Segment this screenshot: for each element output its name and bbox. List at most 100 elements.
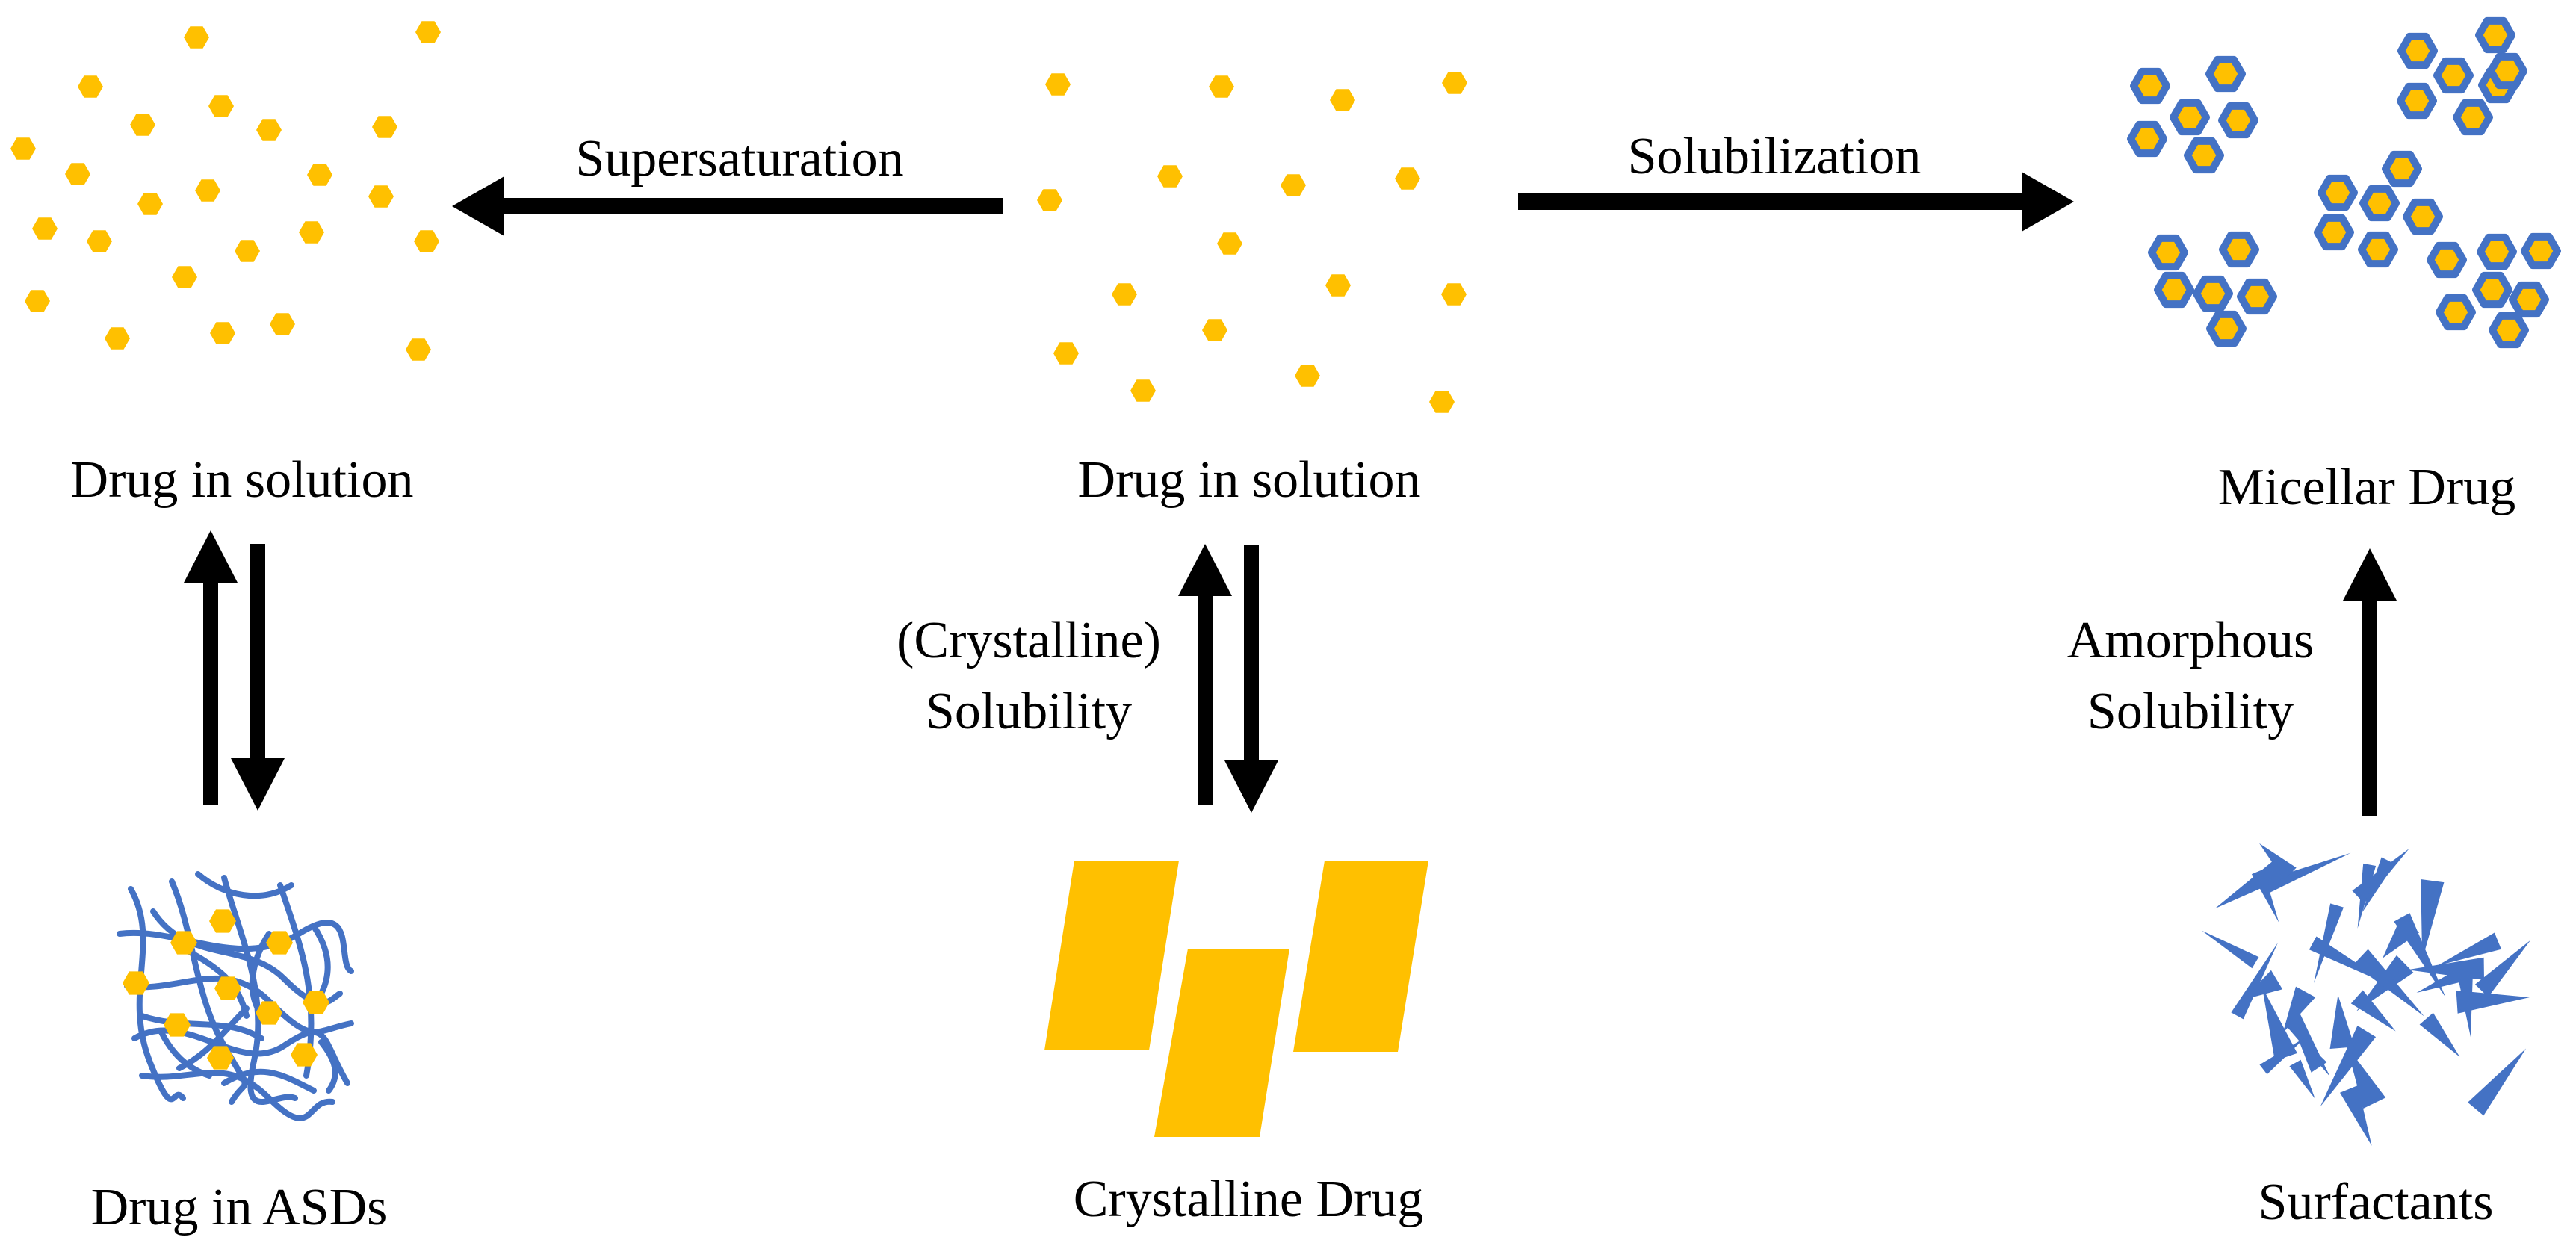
micelle-icon: [2130, 67, 2170, 105]
drug-molecule-icon: [32, 217, 58, 240]
micelle-icon: [2382, 150, 2422, 188]
micelle-icon: [2487, 52, 2527, 90]
label-surfactants: Surfactants: [2258, 1174, 2494, 1231]
micelle-icon: [2436, 294, 2476, 331]
surfactant-icon: [2231, 942, 2279, 1020]
drug-molecule-icon: [406, 338, 431, 361]
drug-molecule-icon: [10, 137, 36, 160]
surfactant-icon: [2419, 1012, 2460, 1057]
drug-molecule-icon: [299, 221, 324, 244]
surfactant-icon: [2202, 930, 2259, 969]
micelle-icon: [2358, 231, 2398, 268]
drug-molecule-icon: [1429, 391, 1455, 413]
polymer-strand: [318, 1039, 338, 1094]
micelle-icon: [2477, 233, 2517, 270]
drug-molecule-icon: [184, 26, 209, 49]
crystal-icon: [1044, 861, 1428, 1137]
surfactant-icon: [2468, 1048, 2527, 1116]
dissolved-drug-left: [10, 21, 441, 361]
solubilization-arrow: [1518, 172, 2074, 232]
drug-molecule-icon: [1037, 189, 1062, 211]
micelle-icon: [2359, 185, 2400, 222]
polymer-strand: [158, 1028, 212, 1079]
drug-molecule-icon: [414, 230, 439, 252]
surfactant-icon: [2421, 879, 2445, 960]
label-drug-in-asds: Drug in ASDs: [90, 1179, 388, 1236]
surfactant-icon: [2251, 869, 2279, 923]
drug-molecule-icon: [25, 290, 50, 312]
polymer-strand: [195, 871, 294, 899]
drug-molecule-icon: [1281, 174, 1306, 196]
drug-molecule-icon: [256, 119, 282, 141]
drug-molecule-icon: [130, 114, 155, 136]
drug-molecule-icon: [137, 193, 163, 215]
label-drug-in-solution-left: Drug in solution: [70, 451, 414, 509]
arrow-label-solubilization: Solubilization: [1627, 128, 1922, 185]
drug-molecule-icon: [256, 1001, 282, 1025]
drug-molecule-icon: [210, 322, 235, 344]
surfactant-icon: [2243, 970, 2283, 1000]
drug-molecule-icon: [415, 21, 441, 43]
asd-particle-icon: [117, 871, 354, 1121]
drug-molecule-icon: [1202, 319, 1227, 341]
drug-molecule-icon: [235, 240, 260, 262]
drug-molecule-icon: [214, 976, 241, 1000]
surfactant-icon: [2362, 857, 2395, 913]
asd-down-arrow: [231, 544, 285, 811]
micelle-icon: [2206, 310, 2247, 347]
drug-molecule-icon: [270, 313, 295, 335]
surfactant-icon: [2437, 932, 2501, 966]
drug-molecule-icon: [208, 95, 234, 117]
arrow-label-supersaturation: Supersaturation: [575, 130, 904, 188]
amorphous-up-arrow: [2343, 548, 2397, 816]
surfactant-icon: [2314, 903, 2344, 983]
surfactant-icon: [2329, 994, 2355, 1049]
polymer-strand: [249, 931, 272, 1011]
surfactant-icon: [2383, 917, 2420, 958]
drug-molecule-icon: [87, 230, 112, 252]
surfactant-icon: [2320, 1026, 2377, 1107]
surfactant-icon: [2214, 860, 2285, 909]
drug-molecule-icon: [1442, 72, 1467, 94]
micelle-icon: [2218, 102, 2258, 139]
drug-molecule-icon: [1112, 283, 1137, 306]
drug-molecule-icon: [105, 327, 130, 350]
micelle-icon: [2397, 82, 2437, 120]
arrow-label-amorphous-solubility-2: Solubility: [2087, 683, 2294, 740]
micelle-icon: [2154, 271, 2194, 309]
drug-molecule-icon: [1325, 274, 1351, 297]
drug-molecule-icon: [195, 179, 220, 202]
micelle-icon: [2205, 55, 2246, 93]
polymer-strand: [311, 923, 331, 997]
polymer-strand: [221, 1068, 317, 1094]
micelle-icon: [2433, 57, 2474, 94]
surfactant-icon: [2353, 949, 2424, 1017]
drug-molecule-icon: [1395, 167, 1420, 190]
supersaturation-arrow: [452, 176, 1003, 236]
micelle-icon: [2219, 231, 2259, 268]
arrow-label-crystalline-solubility-1: (Crystalline): [897, 612, 1161, 669]
micelle-icon: [2237, 278, 2277, 315]
drug-molecule-icon: [291, 1043, 318, 1067]
micelle-icon: [2318, 174, 2358, 211]
drug-molecule-icon: [209, 909, 236, 933]
drug-molecule-icon: [368, 185, 394, 208]
surfactant-icon: [2284, 1014, 2330, 1077]
micelle-icon: [2403, 198, 2443, 235]
drug-molecule-icon: [65, 163, 90, 185]
drug-molecule-icon: [1217, 232, 1242, 255]
drug-molecule-icon: [303, 991, 329, 1014]
micelle-icon: [2184, 137, 2224, 174]
surfactant-icon: [2347, 1046, 2386, 1109]
drug-molecule-icon: [78, 75, 103, 98]
surfactant-icon: [2357, 863, 2377, 929]
micellar-drug-icon: [2127, 16, 2561, 349]
micelle-icon: [2314, 214, 2354, 251]
surfactant-icon: [2264, 852, 2351, 893]
dissolved-drug-center: [1037, 72, 1467, 413]
drug-molecule-icon: [1045, 73, 1071, 96]
micelle-icon: [2427, 241, 2467, 279]
crystal-block-icon: [1293, 861, 1428, 1052]
micelle-icon: [2509, 281, 2549, 318]
